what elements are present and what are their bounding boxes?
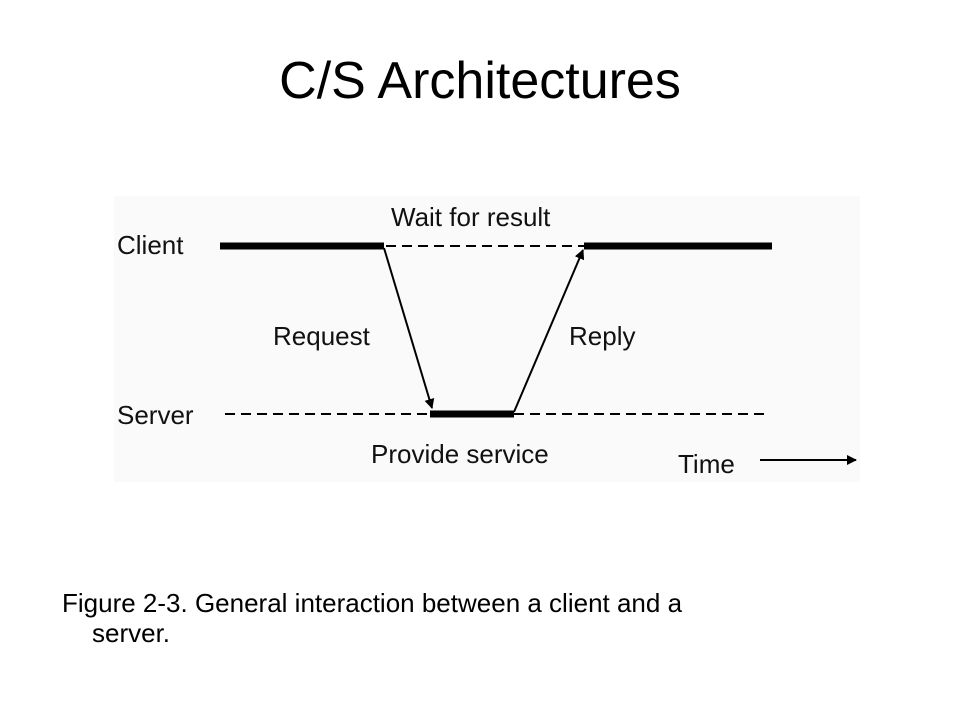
slide-title: C/S Architectures <box>279 52 681 110</box>
request-arrow <box>383 247 435 409</box>
server-label: Server <box>117 400 194 430</box>
client-label: Client <box>117 230 184 260</box>
figure-caption: Figure 2-3. General interaction between … <box>62 588 862 648</box>
caption-line-2: server. <box>92 618 171 648</box>
diagram-canvas: Client Server Wait for result Request Re… <box>117 202 857 479</box>
caption-line-1: Figure 2-3. General interaction between … <box>62 588 683 618</box>
client-server-diagram: Client Server Wait for result Request Re… <box>114 196 860 482</box>
reply-arrow <box>513 249 585 413</box>
provide-service-label: Provide service <box>371 439 549 469</box>
wait-for-result-label: Wait for result <box>391 202 551 232</box>
request-label: Request <box>273 321 371 351</box>
time-label: Time <box>678 449 735 479</box>
reply-label: Reply <box>569 321 635 351</box>
